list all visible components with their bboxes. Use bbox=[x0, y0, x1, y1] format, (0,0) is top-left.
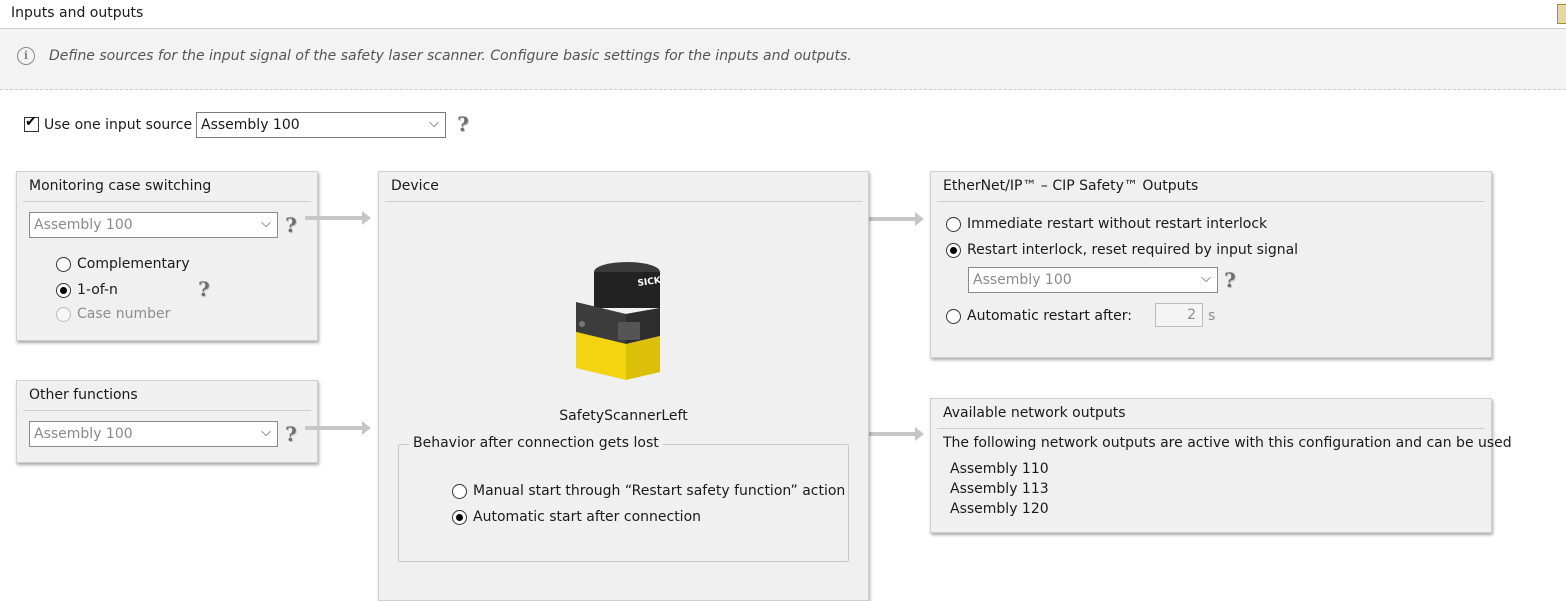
list-item: Assembly 120 bbox=[950, 501, 1049, 517]
arrow-right-icon bbox=[856, 212, 924, 226]
help-icon[interactable]: ? bbox=[285, 213, 297, 237]
monitoring-source-select[interactable]: Assembly 100 ⌵ bbox=[29, 212, 278, 238]
info-bar bbox=[0, 29, 1566, 90]
restart-interlock-label: Restart interlock, reset required by inp… bbox=[967, 242, 1299, 258]
restart-interlock-radio[interactable] bbox=[946, 243, 961, 258]
monitoring-source-value: Assembly 100 bbox=[34, 217, 133, 233]
case-number-label: Case number bbox=[77, 306, 171, 322]
input-source-value: Assembly 100 bbox=[201, 117, 300, 133]
list-item: Assembly 113 bbox=[950, 481, 1049, 497]
info-icon: i bbox=[17, 47, 35, 65]
info-text: Define sources for the input signal of t… bbox=[49, 48, 852, 64]
one-of-n-label: 1-of-n bbox=[77, 282, 118, 298]
help-icon[interactable]: ? bbox=[457, 112, 469, 136]
manual-start-label: Manual start through “Restart safety fun… bbox=[473, 483, 846, 499]
panel-title: EtherNet/IP™ – CIP Safety™ Outputs bbox=[943, 178, 1199, 194]
immediate-restart-label: Immediate restart without restart interl… bbox=[967, 216, 1268, 232]
arrow-right-icon bbox=[305, 211, 371, 225]
help-icon[interactable]: ? bbox=[198, 277, 210, 301]
help-icon[interactable]: ? bbox=[1224, 268, 1236, 292]
panel-title: Device bbox=[391, 178, 439, 194]
other-functions-select[interactable]: Assembly 100 ⌵ bbox=[29, 421, 278, 447]
input-source-select[interactable]: Assembly 100 ⌵ bbox=[196, 112, 446, 138]
interlock-source-select[interactable]: Assembly 100 ⌵ bbox=[968, 267, 1218, 293]
device-name: SafetyScannerLeft bbox=[559, 408, 688, 424]
one-of-n-radio[interactable] bbox=[56, 283, 71, 298]
panel-title: Available network outputs bbox=[943, 405, 1126, 421]
other-functions-value: Assembly 100 bbox=[34, 426, 133, 442]
available-network-outputs-panel: Available network outputs bbox=[930, 398, 1492, 533]
page-title: Inputs and outputs bbox=[11, 5, 144, 21]
chevron-down-icon: ⌵ bbox=[261, 216, 271, 231]
window-corner-icon bbox=[1557, 4, 1566, 24]
title-bar: Inputs and outputs bbox=[0, 0, 1566, 29]
chevron-down-icon: ⌵ bbox=[261, 425, 271, 440]
case-number-radio bbox=[56, 307, 71, 322]
use-one-input-source-label: Use one input source bbox=[44, 117, 193, 133]
arrow-right-icon bbox=[305, 421, 371, 435]
complementary-label: Complementary bbox=[77, 256, 190, 272]
manual-start-radio[interactable] bbox=[452, 484, 467, 499]
automatic-restart-seconds-value: 2 bbox=[1187, 307, 1196, 323]
automatic-start-radio[interactable] bbox=[452, 510, 467, 525]
brand-logo: SICK bbox=[637, 276, 663, 289]
network-outputs-description: The following network outputs are active… bbox=[943, 435, 1512, 451]
cip-safety-outputs-panel: EtherNet/IP™ – CIP Safety™ Outputs bbox=[930, 171, 1492, 358]
use-one-input-source-checkbox[interactable] bbox=[24, 114, 39, 132]
behavior-groupbox bbox=[398, 444, 849, 562]
arrow-right-icon bbox=[856, 427, 924, 441]
panel-title: Monitoring case switching bbox=[29, 178, 212, 194]
automatic-restart-seconds-input[interactable]: 2 bbox=[1155, 303, 1203, 327]
chevron-down-icon: ⌵ bbox=[429, 116, 439, 131]
safety-scanner-image: SICK bbox=[576, 262, 663, 380]
seconds-unit-label: s bbox=[1208, 308, 1216, 324]
list-item: Assembly 110 bbox=[950, 461, 1049, 477]
interlock-source-value: Assembly 100 bbox=[973, 272, 1072, 288]
panel-title: Other functions bbox=[29, 387, 138, 403]
automatic-start-label: Automatic start after connection bbox=[473, 509, 702, 525]
help-icon[interactable]: ? bbox=[285, 422, 297, 446]
behavior-title: Behavior after connection gets lost bbox=[409, 435, 663, 451]
device-panel: Device bbox=[378, 171, 869, 601]
automatic-restart-radio[interactable] bbox=[946, 309, 961, 324]
chevron-down-icon: ⌵ bbox=[1201, 271, 1211, 286]
immediate-restart-radio[interactable] bbox=[946, 217, 961, 232]
automatic-restart-label: Automatic restart after: bbox=[967, 308, 1132, 324]
complementary-radio[interactable] bbox=[56, 257, 71, 272]
